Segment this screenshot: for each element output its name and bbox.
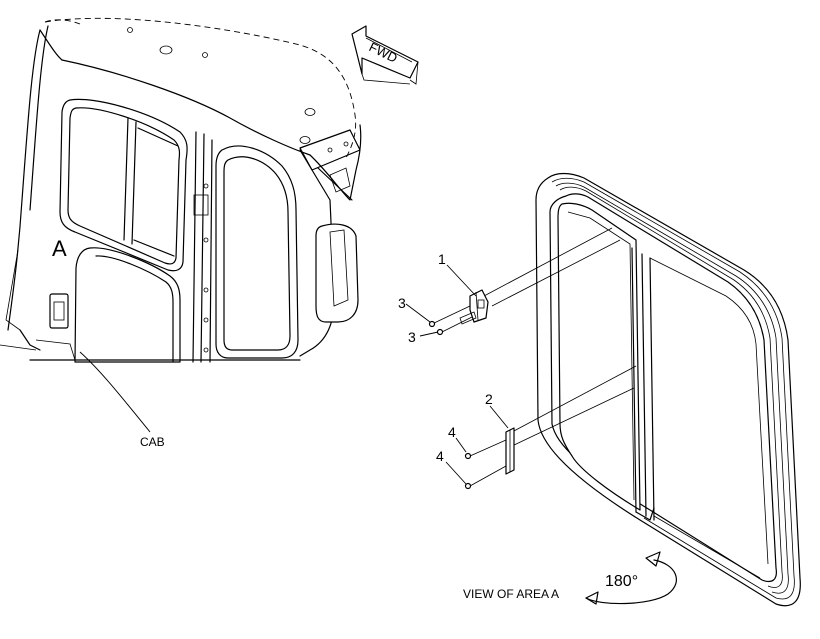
callout-2: 2 — [485, 391, 493, 407]
fwd-arrow-icon: FWD — [351, 25, 419, 85]
cab-illustration: A CAB — [0, 17, 362, 449]
latch-part — [459, 289, 489, 325]
callout-3b: 3 — [408, 329, 416, 345]
rotation-label: 180° — [605, 573, 638, 590]
rotate-arrow-icon — [585, 551, 677, 605]
strike-plate-part — [505, 427, 515, 475]
callout-4a: 4 — [448, 424, 456, 440]
callout-4b: 4 — [436, 448, 444, 464]
callout-3a: 3 — [398, 295, 406, 311]
area-label: A — [52, 236, 67, 261]
view-label: VIEW OF AREA A — [463, 587, 559, 601]
window-frame-assembly — [431, 172, 801, 607]
callout-1: 1 — [438, 251, 446, 267]
cab-label: CAB — [140, 435, 165, 449]
